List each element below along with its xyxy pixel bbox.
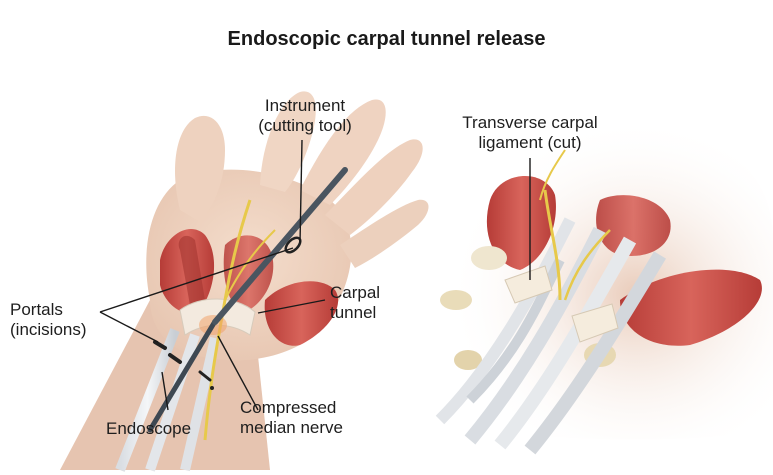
portals-label-line1: Portals [10, 300, 63, 319]
portals-label-line2: (incisions) [10, 320, 87, 339]
carpal-tunnel-label-line2: tunnel [330, 303, 377, 322]
instrument-label-line1: Instrument [264, 96, 346, 115]
portals-label: Portals (incisions) [10, 300, 120, 340]
leader-lines [99, 139, 531, 411]
compressed-nerve-label-line2: median nerve [240, 418, 344, 437]
endoscope-label-line1: Endoscope [106, 419, 192, 438]
carpal-tunnel-label: Carpal tunnel [330, 283, 410, 323]
ligament-label: Transverse carpal ligament (cut) [445, 113, 615, 153]
ligament-label-line2: ligament (cut) [478, 133, 582, 152]
ligament-label-line1: Transverse carpal [462, 113, 598, 132]
left-hand [60, 91, 429, 472]
figure-title: Endoscopic carpal tunnel release [227, 28, 546, 50]
instrument-label-line2: (cutting tool) [258, 116, 352, 135]
instrument-label: Instrument (cutting tool) [235, 96, 375, 136]
endoscope-label: Endoscope [106, 419, 226, 439]
right-closeup [430, 117, 773, 455]
compressed-nerve-label-line1: Compressed [240, 398, 337, 417]
carpal-tunnel-label-line1: Carpal [330, 283, 381, 302]
compressed-nerve-label: Compressed median nerve [240, 398, 390, 438]
